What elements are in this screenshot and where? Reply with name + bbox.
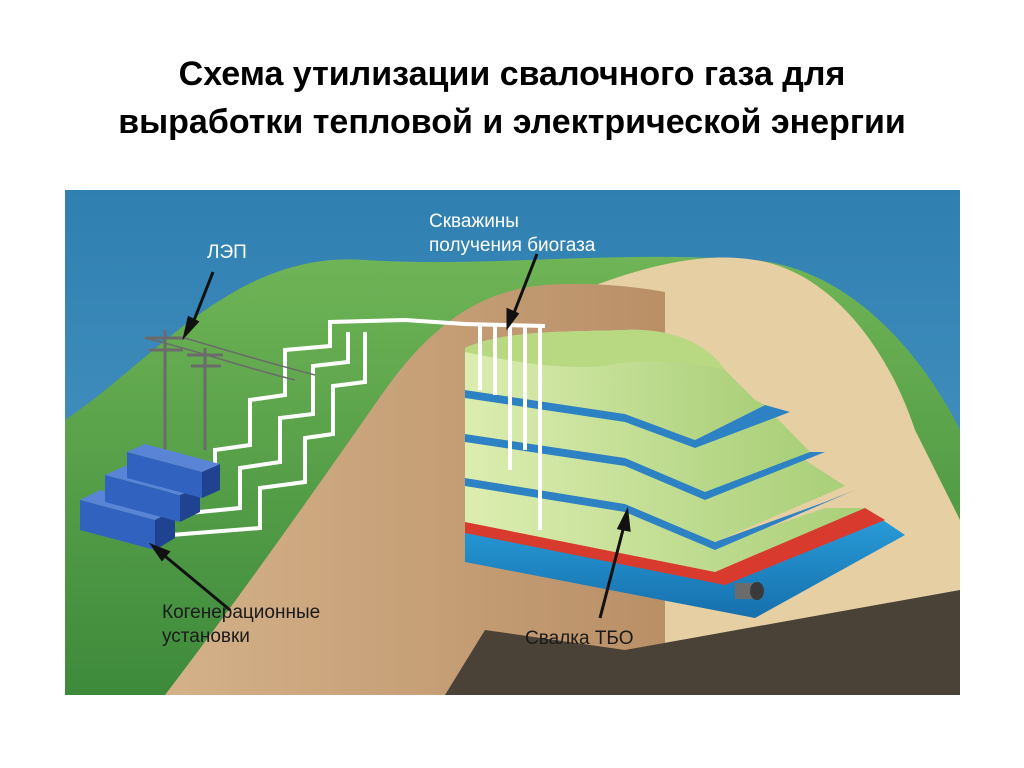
title-line-2: выработки тепловой и электрической энерг… bbox=[118, 103, 906, 141]
label-wells-line-1: Скважины bbox=[429, 211, 519, 232]
label-power-line: ЛЭП bbox=[207, 242, 247, 263]
cogeneration-units bbox=[80, 444, 220, 550]
label-wells-line-2: получения биогаза bbox=[429, 235, 596, 256]
landfill-liner bbox=[465, 508, 885, 585]
label-cogeneration-line-2: установки bbox=[162, 626, 250, 647]
gas-pipes bbox=[164, 317, 546, 537]
waste-stripe-1 bbox=[465, 390, 790, 448]
landfill-base bbox=[465, 508, 905, 618]
waste-layer-3 bbox=[465, 438, 845, 542]
label-arrows bbox=[148, 253, 631, 619]
waste-stripe-3 bbox=[465, 478, 855, 550]
label-cogeneration-line-1: Когенерационные bbox=[162, 602, 320, 623]
landfill-gas-diagram: ЛЭП Скважины получения биогаза Когенерац… bbox=[65, 190, 960, 695]
gas-wells bbox=[478, 326, 542, 530]
waste-top-surface bbox=[465, 329, 725, 370]
waste-stripe-2 bbox=[465, 434, 825, 500]
title-line-1: Схема утилизации свалочного газа для bbox=[178, 55, 846, 93]
slide-title: Схема утилизации свалочного газа для выр… bbox=[0, 50, 1024, 146]
drain-pipe bbox=[735, 582, 764, 600]
label-landfill: Свалка ТБО bbox=[525, 628, 633, 649]
ground-shadow bbox=[445, 590, 960, 695]
waste-layer-2 bbox=[465, 395, 810, 492]
